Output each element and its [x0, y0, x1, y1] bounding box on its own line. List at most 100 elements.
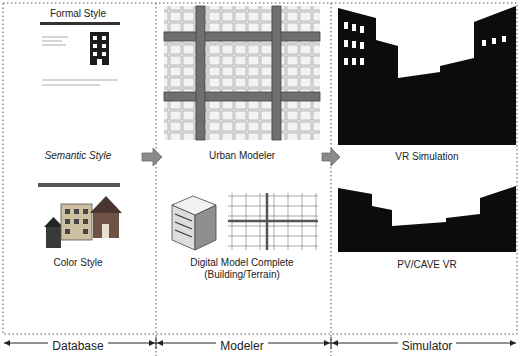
urban-modeler-picture [164, 6, 320, 140]
window [360, 58, 364, 65]
building-icon [90, 32, 109, 65]
door [102, 224, 109, 238]
building-silhouette [446, 186, 516, 252]
window [93, 36, 97, 40]
window [102, 52, 106, 56]
building-silhouette [338, 188, 392, 252]
style-bar [38, 183, 120, 187]
window-grid [93, 36, 106, 65]
caption-box: Semantic Style [18, 150, 138, 162]
window [482, 40, 486, 46]
axis-tick [331, 337, 332, 349]
road [228, 220, 318, 223]
roads [164, 6, 320, 140]
axis-arrowhead [332, 340, 338, 346]
window [74, 219, 79, 224]
column-panel: Database Formal StyleSemantic StyleColor … [14, 4, 142, 356]
window [65, 229, 70, 234]
window-row [175, 222, 192, 229]
building-silhouette [338, 8, 398, 145]
window [65, 209, 70, 214]
window [344, 58, 348, 65]
caption-text: Urban Modeler [167, 150, 317, 162]
dotted-border [3, 3, 517, 334]
window [93, 44, 97, 48]
vr-simulation-picture [338, 6, 516, 145]
digital-model-picture [172, 193, 318, 250]
window [83, 209, 88, 214]
flow-arrow [142, 148, 162, 166]
road [272, 6, 281, 140]
caption-box: Formal Style [18, 8, 138, 20]
building-roof [172, 196, 216, 215]
flow-arrow [322, 148, 340, 166]
window [344, 22, 348, 29]
axis-arrowhead [510, 340, 516, 346]
axis-tick [156, 337, 157, 349]
window [352, 41, 356, 48]
terrain-roads [228, 193, 318, 250]
doc-line [42, 37, 68, 38]
axis-arrowhead [4, 340, 10, 346]
sky [338, 6, 516, 145]
sky [338, 186, 516, 252]
window [502, 36, 506, 42]
cave-vr-picture [338, 186, 516, 252]
caption-box: Urban Modeler [167, 150, 317, 162]
building [61, 204, 92, 240]
road [164, 92, 320, 101]
column-label-row: Simulator [340, 336, 514, 354]
frame [3, 3, 517, 356]
door [97, 59, 102, 65]
grid-lines [228, 193, 318, 250]
column-label-row: Modeler [162, 336, 322, 354]
color-style-picture [38, 183, 122, 248]
caption-text: Color Style [18, 257, 138, 269]
dotted-divider [156, 3, 157, 356]
caption-text: Semantic Style [18, 150, 138, 162]
axis-arrowhead [324, 340, 330, 346]
road [266, 193, 269, 250]
axis-arrowhead [149, 340, 155, 346]
building-silhouette [440, 6, 516, 145]
column-panel: Simulator VR SimulationPV/CAVE VR [340, 4, 514, 356]
window [352, 24, 356, 31]
window [65, 219, 70, 224]
window [360, 26, 364, 33]
caption-box: VR Simulation [347, 151, 507, 163]
window [83, 229, 88, 234]
window [83, 219, 88, 224]
house [46, 226, 61, 248]
axis-arrowhead [157, 340, 163, 346]
roof [44, 217, 63, 227]
window-rows [175, 214, 192, 237]
building-silhouette [392, 222, 446, 252]
building-silhouette [398, 72, 440, 145]
window [102, 44, 106, 48]
terrain-grid [228, 193, 318, 250]
dotted-divider [331, 3, 332, 356]
caption-text: Formal Style [18, 8, 138, 20]
doc-line [42, 85, 100, 86]
caption-box: Color Style [18, 257, 138, 269]
caption-text: PV/CAVE VR [347, 259, 507, 271]
window [102, 36, 106, 40]
caption-text: VR Simulation [347, 151, 507, 163]
column-label: Database [48, 339, 107, 353]
doc-line [42, 80, 118, 81]
window [74, 209, 79, 214]
window [93, 52, 97, 56]
caption-text: Digital Model Complete (Building/Terrain… [181, 257, 303, 281]
formal-style-picture [40, 22, 120, 85]
window-grid [344, 22, 506, 65]
doc-line [42, 41, 62, 42]
title-bar [40, 22, 120, 25]
road [196, 6, 205, 140]
column-label-row: Database [14, 336, 142, 354]
doc-line [42, 45, 66, 46]
map-ground [164, 6, 320, 140]
window-row [175, 214, 192, 221]
